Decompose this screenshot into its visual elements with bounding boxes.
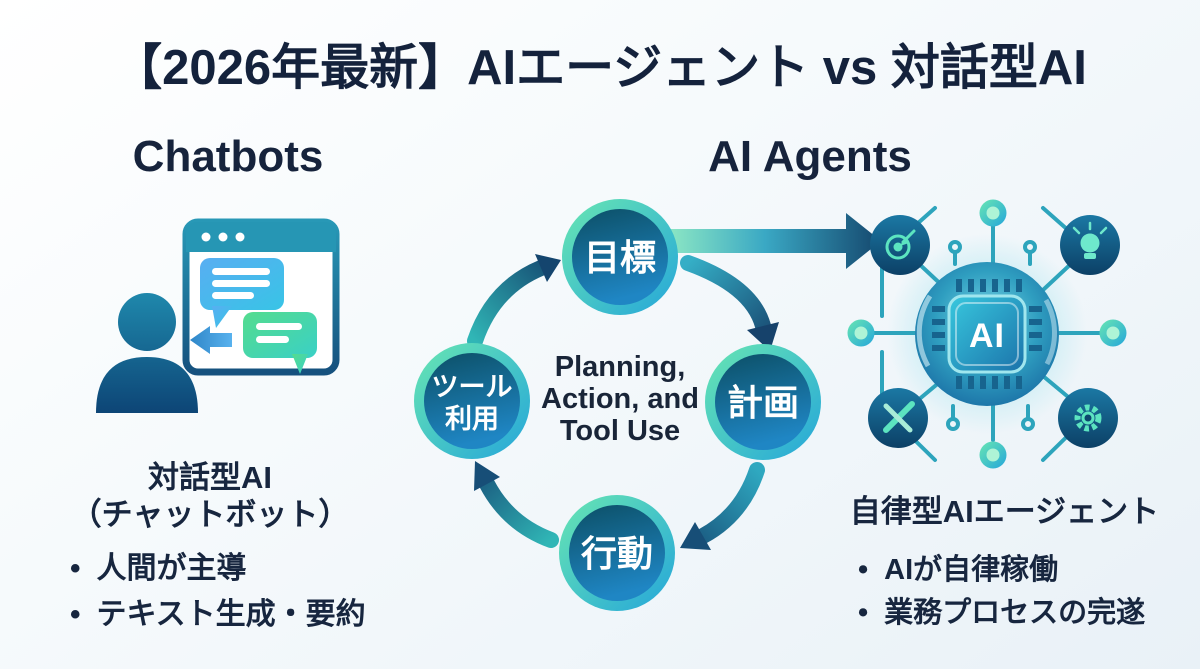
user-person-icon (96, 293, 198, 413)
ai-chip-label: AI (969, 317, 1005, 355)
node-goal-label: 目標 (584, 237, 656, 278)
chatbots-bullet-2: テキスト生成・要約 (96, 598, 366, 631)
cycle-node-action: 行動 (559, 495, 675, 611)
bullet-dot: • (858, 597, 869, 629)
ai-chip-core: AI (947, 294, 1027, 374)
node-action-label: 行動 (581, 533, 653, 574)
target-icon (870, 215, 930, 275)
arrow-goal-to-plan-icon (680, 255, 771, 334)
chatbots-caption-line1: 対話型AI (148, 460, 272, 495)
list-item: • AIが自律稼働 (858, 549, 1145, 592)
chatbots-bullet-list: • 人間が主導 • テキスト生成・要約 (70, 546, 366, 638)
center-line-2: Action, and (541, 383, 699, 415)
edge-node-top (979, 199, 1007, 227)
node-plan-label: 計画 (727, 382, 799, 423)
center-line-1: Planning, (555, 351, 686, 383)
agents-bullet-list: • AIが自律稼働 • 業務プロセスの完遂 (858, 549, 1145, 635)
list-item: • テキスト生成・要約 (70, 592, 366, 638)
list-item: • 業務プロセスの完遂 (858, 592, 1145, 635)
cycle-arrows (467, 213, 881, 550)
bullet-dot: • (858, 554, 869, 586)
chat-bubble-green-icon (243, 312, 317, 374)
arrow-action-to-tool-icon (479, 476, 559, 548)
list-item: • 人間が主導 (70, 546, 366, 592)
chatbots-caption-line2: （チャットボット） (70, 497, 350, 532)
arrow-goal-to-ai-icon (670, 213, 881, 269)
edge-node-left (847, 319, 875, 347)
page-title: 【2026年最新】AIエージェント vs 対話型AI (113, 41, 1087, 95)
chatbots-bullet-1: 人間が主導 (96, 552, 247, 585)
agents-heading: AI Agents (708, 132, 912, 181)
chat-bubble-blue-icon (200, 258, 284, 328)
agents-caption: 自律型AIエージェント (849, 494, 1160, 529)
reply-left-arrow-icon (190, 326, 232, 354)
arrow-tool-to-goal-icon (467, 260, 549, 349)
agents-bullet-2: 業務プロセスの完遂 (884, 597, 1146, 629)
ai-chip-illustration: AI (847, 199, 1127, 469)
agents-bullet-1: AIが自律稼働 (884, 554, 1059, 586)
center-line-3: Tool Use (560, 415, 680, 447)
cycle-center-text: Planning, Action, and Tool Use (541, 351, 699, 447)
tools-icon (868, 388, 928, 448)
cycle-node-plan: 計画 (705, 344, 821, 460)
edge-node-bottom (979, 441, 1007, 469)
gear-icon (1058, 388, 1118, 448)
lightbulb-icon (1060, 215, 1120, 275)
chatbot-illustration (96, 218, 340, 413)
bullet-dot: • (70, 598, 81, 631)
cycle-node-goal: 目標 (562, 199, 678, 315)
arrow-plan-to-action-icon (695, 462, 765, 544)
bullet-dot: • (70, 552, 81, 585)
chip-pins (932, 279, 1042, 389)
chatbots-heading: Chatbots (132, 132, 324, 181)
node-tool-label-line2: 利用 (445, 404, 499, 434)
edge-node-right (1099, 319, 1127, 347)
cycle-node-tool-use: ツール 利用 (414, 343, 530, 459)
node-tool-label-line1: ツール (432, 372, 513, 402)
